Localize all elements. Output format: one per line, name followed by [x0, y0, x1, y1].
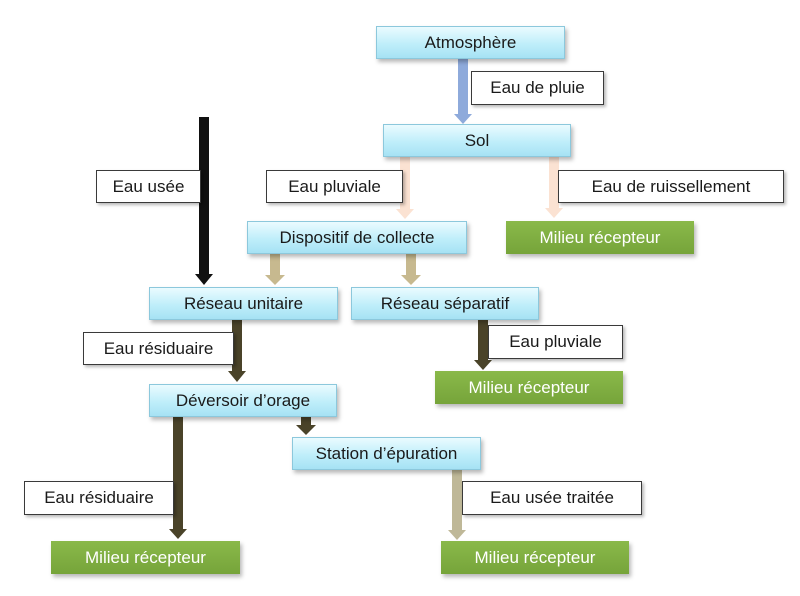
- label-eau-usee: Eau usée: [96, 170, 201, 203]
- label-eau-pluviale-1: Eau pluviale: [266, 170, 403, 203]
- arrow-collecte-to-reseau-unitaire: [265, 253, 285, 285]
- arrow-station-to-milieu: [448, 469, 466, 540]
- node-station-epuration: Station d’épuration: [292, 437, 481, 470]
- label-eau-pluviale-2: Eau pluviale: [488, 325, 623, 359]
- arrow-sol-to-milieu: [545, 156, 563, 218]
- arrow-reseau-unitaire-to-deversoir: [228, 320, 246, 382]
- arrow-eau-usee-to-reseau-unitaire: [195, 117, 213, 285]
- node-milieu-recepteur-4: Milieu récepteur: [441, 541, 629, 574]
- arrow-deversoir-to-station: [296, 416, 316, 435]
- arrow-sol-to-collecte: [396, 156, 414, 219]
- arrow-atmosphere-to-sol: [454, 58, 472, 124]
- node-sol: Sol: [383, 124, 571, 157]
- node-reseau-separatif: Réseau séparatif: [351, 287, 539, 320]
- node-dispositif-collecte: Dispositif de collecte: [247, 221, 467, 254]
- node-milieu-recepteur-3: Milieu récepteur: [51, 541, 240, 574]
- node-deversoir-orage: Déversoir d’orage: [149, 384, 337, 417]
- node-milieu-recepteur-2: Milieu récepteur: [435, 371, 623, 404]
- label-eau-de-pluie: Eau de pluie: [471, 71, 604, 105]
- label-eau-residuaire-2: Eau résiduaire: [24, 481, 174, 515]
- arrow-collecte-to-reseau-separatif: [401, 253, 421, 285]
- label-eau-de-ruissellement: Eau de ruissellement: [558, 170, 784, 203]
- arrow-deversoir-to-milieu: [169, 416, 187, 539]
- node-milieu-recepteur-1: Milieu récepteur: [506, 221, 694, 254]
- arrow-reseau-separatif-to-milieu: [474, 320, 492, 370]
- node-atmosphere: Atmosphère: [376, 26, 565, 59]
- node-reseau-unitaire: Réseau unitaire: [149, 287, 338, 320]
- label-eau-residuaire-1: Eau résiduaire: [83, 332, 234, 365]
- label-eau-usee-traitee: Eau usée traitée: [462, 481, 642, 515]
